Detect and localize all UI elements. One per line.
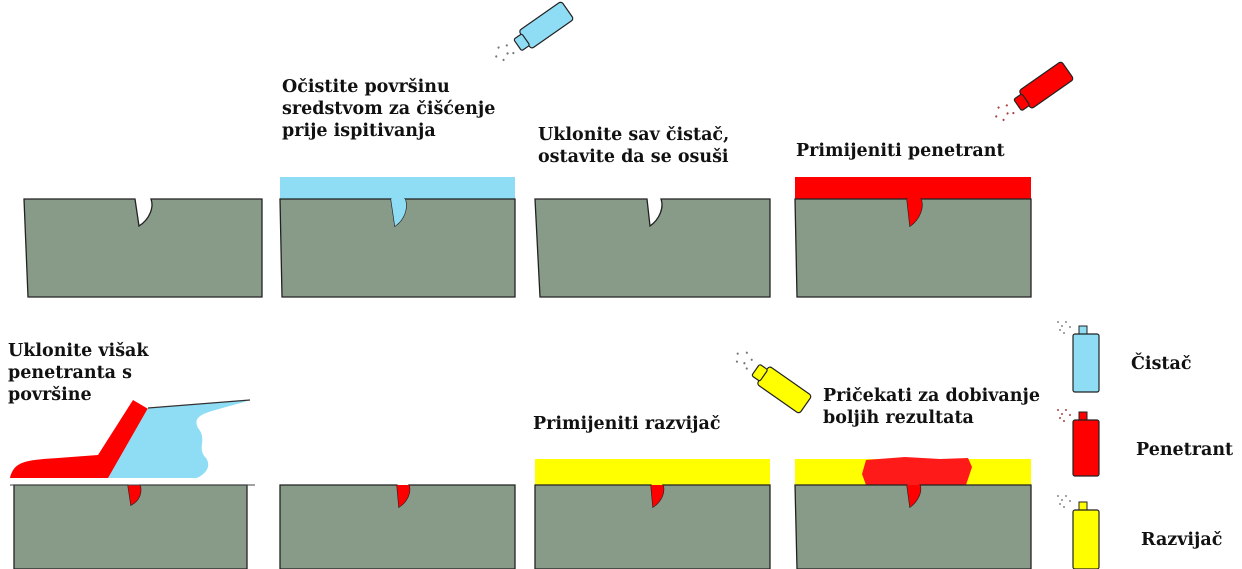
step-8-caption: Pričekati za dobivanje boljih rezultata <box>823 386 1040 428</box>
legend-developer-can-icon <box>1057 495 1100 569</box>
penetrant-indication <box>862 457 972 485</box>
step-4-caption: Primijeniti penetrant <box>796 141 1005 161</box>
specimen-step-1 <box>23 198 263 298</box>
specimen-step-8 <box>794 457 1032 569</box>
specimen-step-3 <box>534 198 771 298</box>
cleaner-spray-can-icon <box>495 1 574 62</box>
legend-label-cleaner: Čistač <box>1131 354 1192 374</box>
penetrant-layer <box>795 177 1031 199</box>
penetrant-in-crack <box>907 199 922 226</box>
specimen-step-2 <box>279 177 516 298</box>
specimen-step-4 <box>794 177 1032 298</box>
penetrant-spray-can-icon <box>995 61 1074 122</box>
penetrant-in-crack <box>651 485 664 507</box>
step-5-caption: Uklonite višak penetranta s površine <box>8 341 149 405</box>
cleaner-in-crack <box>391 199 407 226</box>
specimen-step-5 <box>10 399 255 569</box>
cleaner-layer <box>280 177 515 199</box>
legend-cleaner-can-icon <box>1057 321 1100 393</box>
step-3-caption: Uklonite sav čistač, ostavite da se osuš… <box>538 125 730 167</box>
step-7-caption: Primijeniti razvijač <box>533 414 721 434</box>
penetrant-in-crack <box>907 485 921 507</box>
wipe-cloth-blue <box>108 400 250 478</box>
developer-spray-can-icon <box>735 351 812 414</box>
wipe-cloth-red <box>10 400 150 478</box>
specimen-step-7 <box>534 459 771 569</box>
penetrant-in-crack <box>128 485 141 505</box>
legend-penetrant-can-icon <box>1057 409 1100 477</box>
legend-label-penetrant: Penetrant <box>1136 440 1234 460</box>
legend-label-developer: Razvijač <box>1141 530 1223 550</box>
developer-layer <box>535 459 770 485</box>
step-2-caption: Očistite površinu sredstvom za čišćenje … <box>282 77 496 141</box>
penetrant-in-crack <box>397 485 410 507</box>
specimen-step-6 <box>279 484 516 569</box>
